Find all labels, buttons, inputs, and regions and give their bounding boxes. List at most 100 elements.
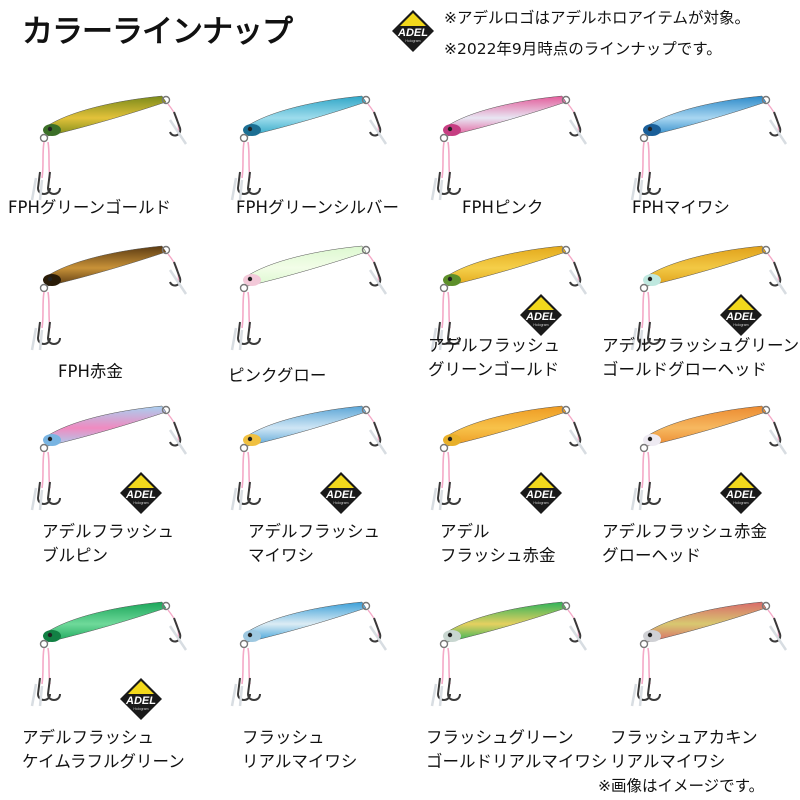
lure-label-line2: ケイムラフルグリーン bbox=[22, 752, 185, 771]
lure-label: FPHグリーンシルバー bbox=[236, 196, 399, 220]
svg-text:ADEL: ADEL bbox=[125, 489, 156, 501]
lure-item: FPHグリーンゴールド bbox=[0, 92, 200, 282]
note-adel-logo: ※アデルロゴはアデルホロアイテムが対象。 bbox=[444, 9, 750, 27]
lure-image bbox=[230, 245, 388, 351]
lure-label: アデルフラッシュ赤金 bbox=[440, 520, 556, 568]
lure-label-line1: アデルフラッシュ赤金 bbox=[602, 522, 767, 541]
lure-label-line2: ゴールドリアルマイワシ bbox=[426, 752, 608, 771]
lure-label: FPH赤金 bbox=[58, 360, 123, 384]
lure-image bbox=[30, 245, 188, 351]
lure-label: FPHマイワシ bbox=[632, 196, 730, 220]
lure-label-line1: アデルフラッシュ bbox=[248, 522, 380, 541]
svg-text:Hologram: Hologram bbox=[533, 323, 548, 327]
svg-text:ADEL: ADEL bbox=[325, 489, 356, 501]
lure-image bbox=[230, 601, 388, 707]
lure-label-line1: FPH赤金 bbox=[58, 362, 123, 381]
lure-label: フラッシュアカキンリアルマイワシ bbox=[610, 726, 758, 774]
svg-text:Hologram: Hologram bbox=[133, 501, 148, 505]
lure-image bbox=[630, 245, 788, 351]
lure-label-line1: FPHグリーンゴールド bbox=[8, 198, 172, 217]
lure-label-line2: ブルピン bbox=[42, 546, 108, 565]
lure-image bbox=[230, 405, 388, 511]
svg-text:Hologram: Hologram bbox=[405, 39, 420, 43]
lure-image bbox=[230, 95, 388, 201]
lure-label-line1: フラッシュアカキン bbox=[610, 728, 758, 747]
lure-label: フラッシュリアルマイワシ bbox=[242, 726, 357, 774]
lure-image bbox=[430, 405, 588, 511]
lure-item: フラッシュグリーンゴールドリアルマイワシ bbox=[400, 598, 607, 788]
lure-label: ピンクグロー bbox=[228, 364, 326, 388]
adel-logo-icon: ADEL Hologram bbox=[392, 10, 434, 52]
lure-item: フラッシュリアルマイワシ bbox=[200, 598, 400, 788]
lure-label-line1: フラッシュグリーン bbox=[426, 728, 574, 747]
page-title: カラーラインナップ bbox=[22, 14, 293, 50]
lure-label: アデルフラッシュケイムラフルグリーン bbox=[22, 726, 185, 774]
svg-text:ADEL: ADEL bbox=[525, 489, 556, 501]
lure-label: アデルフラッシュマイワシ bbox=[248, 520, 380, 568]
lure-item: FPH赤金 bbox=[0, 242, 200, 432]
lure-image bbox=[430, 601, 588, 707]
lure-label-line1: FPHグリーンシルバー bbox=[236, 198, 400, 217]
lure-label-line1: アデルフラッシュグリーン bbox=[602, 336, 800, 355]
svg-text:ADEL: ADEL bbox=[725, 311, 756, 323]
note-lineup-date: ※2022年9月時点のラインナップです。 bbox=[444, 40, 722, 58]
lure-label-line2: グリーンゴールド bbox=[428, 360, 560, 379]
svg-text:Hologram: Hologram bbox=[733, 323, 748, 327]
lure-label-line1: ピンクグロー bbox=[228, 366, 327, 385]
lure-label: アデルフラッシュブルピン bbox=[42, 520, 174, 568]
lure-label-line2: マイワシ bbox=[248, 546, 314, 565]
lure-item: FPHピンク bbox=[400, 92, 600, 282]
lure-item: ピンクグロー bbox=[200, 242, 400, 432]
lure-label-line2: リアルマイワシ bbox=[242, 752, 358, 771]
lure-label: フラッシュグリーンゴールドリアルマイワシ bbox=[426, 726, 607, 774]
lure-label-line1: FPHマイワシ bbox=[632, 198, 730, 217]
lure-label-line1: アデル bbox=[440, 522, 490, 541]
lure-image bbox=[30, 405, 188, 511]
svg-text:Hologram: Hologram bbox=[133, 707, 148, 711]
lure-image bbox=[630, 601, 788, 707]
lure-label-line1: アデルフラッシュ bbox=[22, 728, 154, 747]
svg-text:ADEL: ADEL bbox=[125, 695, 156, 707]
lure-label-line1: アデルフラッシュ bbox=[42, 522, 174, 541]
lure-label: FPHピンク bbox=[462, 196, 543, 220]
lure-label: アデルフラッシュ赤金グローヘッド bbox=[602, 520, 767, 568]
lure-label: FPHグリーンゴールド bbox=[8, 196, 171, 220]
lure-label-line2: リアルマイワシ bbox=[610, 752, 726, 771]
footnote: ※画像はイメージです。 bbox=[598, 777, 765, 795]
lure-label-line2: フラッシュ赤金 bbox=[440, 546, 556, 565]
lure-item: フラッシュアカキンリアルマイワシ bbox=[600, 598, 800, 788]
lure-image bbox=[630, 95, 788, 201]
lure-label-line2: グローヘッド bbox=[602, 546, 701, 565]
lure-label-line1: FPHピンク bbox=[462, 198, 544, 217]
lure-image bbox=[430, 245, 588, 351]
lure-image bbox=[30, 601, 188, 707]
lure-label-line1: フラッシュ bbox=[242, 728, 325, 747]
svg-text:ADEL: ADEL bbox=[725, 489, 756, 501]
lure-label-line1: アデルフラッシュ bbox=[428, 336, 560, 355]
svg-text:Hologram: Hologram bbox=[733, 501, 748, 505]
svg-text:Hologram: Hologram bbox=[533, 501, 548, 505]
lure-image bbox=[430, 95, 588, 201]
lure-label: アデルフラッシュグリーンゴールド bbox=[428, 334, 560, 382]
lure-image bbox=[30, 95, 188, 201]
lure-item: FPHグリーンシルバー bbox=[200, 92, 400, 282]
lure-label-line2: ゴールドグローヘッド bbox=[602, 360, 767, 379]
lure-item: FPHマイワシ bbox=[600, 92, 800, 282]
svg-text:ADEL: ADEL bbox=[397, 27, 428, 39]
svg-text:ADEL: ADEL bbox=[525, 311, 556, 323]
lure-image bbox=[630, 405, 788, 511]
